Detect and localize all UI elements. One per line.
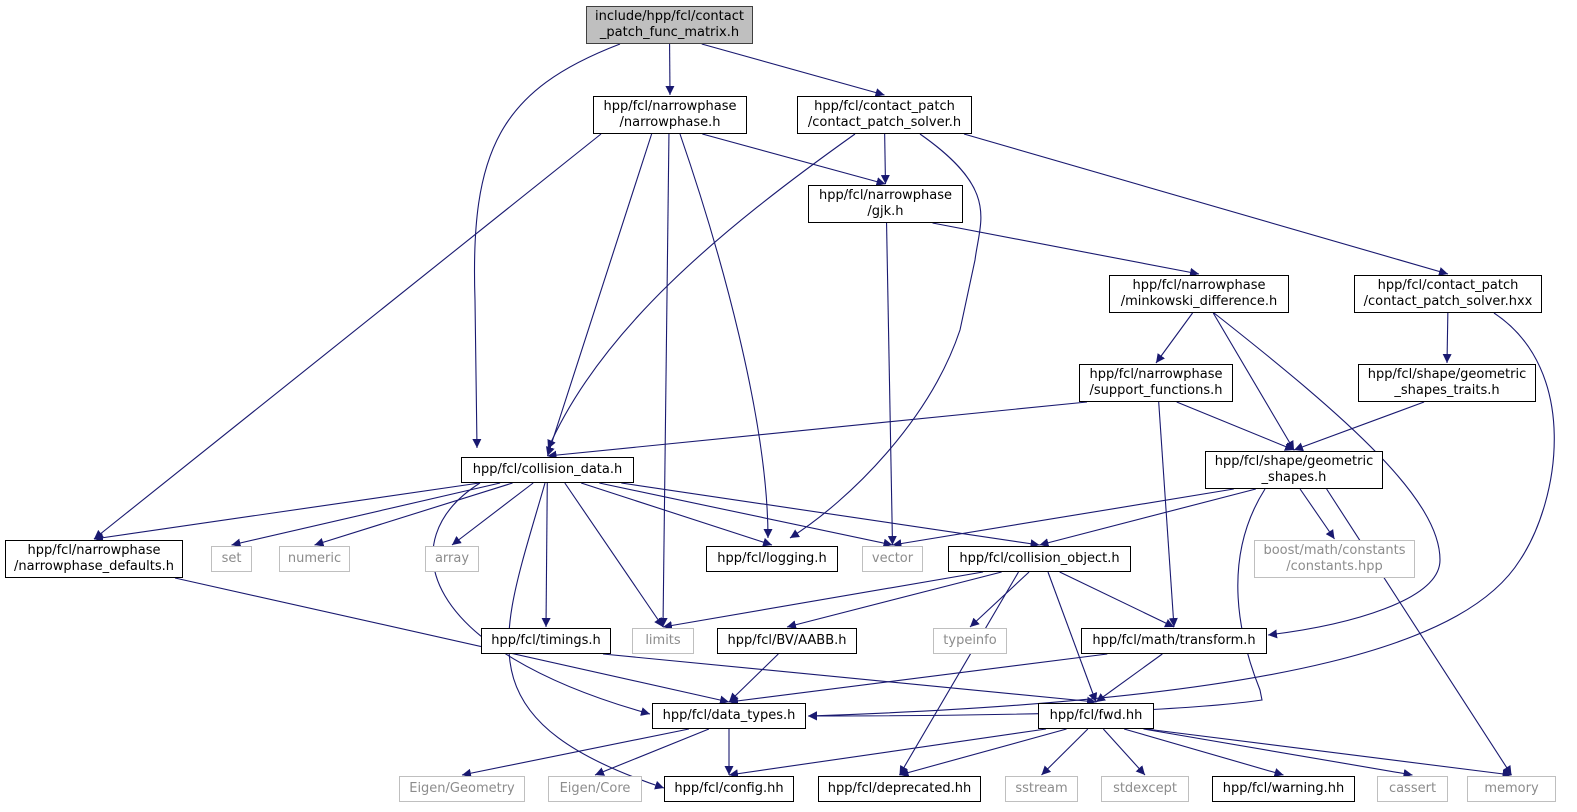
node-boost-const: boost/math/constants /constants.hpp — [1254, 540, 1415, 578]
edge-collision_object-to-typeinfo — [969, 571, 1030, 628]
edge-collision_object-to-limits — [662, 571, 984, 630]
node-warning[interactable]: hpp/fcl/warning.hh — [1212, 776, 1355, 802]
edge-np_defaults-to-data_types — [174, 577, 730, 705]
edge-cp_solver_hxx-to-shapes_traits — [1442, 312, 1452, 364]
edge-shapes_traits-to-geom_shapes — [1293, 401, 1425, 452]
edge-cp_solver_h-to-gjk — [880, 133, 890, 185]
node-support[interactable]: hpp/fcl/narrowphase /support_functions.h — [1079, 364, 1233, 402]
edge-collision_data-to-array — [451, 482, 534, 546]
node-geom-shapes[interactable]: hpp/fcl/shape/geometric _shapes.h — [1205, 451, 1383, 489]
node-gjk[interactable]: hpp/fcl/narrowphase /gjk.h — [808, 185, 963, 223]
node-limits: limits — [632, 628, 694, 654]
node-array: array — [425, 546, 479, 572]
node-vector: vector — [862, 546, 923, 572]
node-minkowski[interactable]: hpp/fcl/narrowphase /minkowski_differenc… — [1109, 275, 1289, 313]
edge-support-to-collision_data — [547, 401, 1088, 460]
edge-timings-to-fwd — [602, 653, 1097, 706]
edge-fwd-to-deprecated — [899, 728, 1067, 777]
edge-fwd-to-config — [728, 728, 1047, 779]
edge-data_types-to-eigen_geom — [461, 728, 690, 778]
edge-narrowphase-to-np_defaults — [93, 133, 602, 540]
edge-fwd-to-warning — [1123, 728, 1284, 777]
edge-collision_data-to-timings — [541, 482, 551, 628]
node-root[interactable]: include/hpp/fcl/contact _patch_func_matr… — [586, 6, 753, 44]
edge-collision_data-to-config — [508, 482, 665, 790]
node-sstream: sstream — [1005, 776, 1078, 802]
node-timings[interactable]: hpp/fcl/timings.h — [481, 628, 611, 654]
node-typeinfo: typeinfo — [933, 628, 1007, 654]
edge-narrowphase-to-gjk — [702, 133, 886, 186]
node-narrowphase[interactable]: hpp/fcl/narrowphase /narrowphase.h — [593, 96, 747, 134]
node-aabb[interactable]: hpp/fcl/BV/AABB.h — [717, 628, 857, 654]
edge-aabb-to-data_types — [728, 653, 779, 703]
edge-data_types-to-eigen_core — [594, 728, 710, 776]
node-logging[interactable]: hpp/fcl/logging.h — [706, 546, 838, 572]
edge-collision_data-to-np_defaults — [93, 482, 480, 543]
edge-gjk-to-vector — [886, 222, 897, 546]
edge-collision_object-to-aabb — [786, 571, 1002, 630]
edge-collision_object-to-transform — [1059, 571, 1175, 628]
edge-support-to-geom_shapes — [1176, 401, 1295, 451]
edge-geom_shapes-to-boost_const — [1299, 488, 1335, 540]
edge-support-to-transform — [1158, 401, 1178, 628]
edge-fwd-to-sstream — [1041, 728, 1089, 776]
edge-transform-to-data_types — [728, 653, 1108, 706]
edge-cp_solver_hxx-to-data_types — [807, 312, 1555, 721]
edge-collision_object-to-deprecated — [899, 571, 1019, 776]
node-eigen-geom: Eigen/Geometry — [399, 776, 525, 802]
edge-fwd-to-cassert — [1143, 728, 1413, 778]
edge-collision_data-to-collision_object — [621, 482, 1040, 549]
node-cp-solver-hxx[interactable]: hpp/fcl/contact_patch /contact_patch_sol… — [1354, 275, 1542, 313]
edge-fwd-to-memory — [1145, 728, 1512, 779]
node-transform[interactable]: hpp/fcl/math/transform.h — [1081, 628, 1267, 654]
edge-root-to-collision_data — [472, 43, 621, 449]
node-deprecated[interactable]: hpp/fcl/deprecated.hh — [818, 776, 981, 802]
edge-fwd-to-stdexcept — [1102, 728, 1146, 776]
node-cp-solver-h[interactable]: hpp/fcl/contact_patch /contact_patch_sol… — [797, 96, 972, 134]
edge-minkowski-to-transform — [1213, 312, 1441, 639]
edge-collision_data-to-set — [231, 482, 501, 548]
node-fwd[interactable]: hpp/fcl/fwd.hh — [1038, 703, 1154, 729]
edge-narrowphase-to-logging — [679, 133, 773, 539]
edge-cp_solver_h-to-collision_data — [547, 133, 856, 450]
edge-geom_shapes-to-data_types — [807, 488, 1266, 721]
edge-narrowphase-to-collision_data — [545, 133, 653, 457]
edge-geom_shapes-to-vector — [892, 488, 1234, 548]
edge-root-to-cp_solver_h — [701, 43, 885, 97]
node-numeric: numeric — [279, 546, 350, 572]
edge-geom_shapes-to-collision_object — [1039, 488, 1256, 548]
edge-collision_data-to-data_types — [432, 482, 651, 716]
edge-minkowski-to-support — [1155, 312, 1193, 364]
node-set: set — [211, 546, 252, 572]
edge-collision_object-to-fwd — [1047, 571, 1098, 703]
node-stdexcept: stdexcept — [1101, 776, 1189, 802]
edge-gjk-to-minkowski — [932, 222, 1200, 277]
edge-geom_shapes-to-memory — [1326, 488, 1512, 776]
edge-collision_data-to-logging — [581, 482, 773, 547]
edge-transform-to-fwd — [1095, 653, 1163, 703]
node-np-defaults[interactable]: hpp/fcl/narrowphase /narrowphase_default… — [5, 540, 183, 578]
edge-cp_solver_h-to-cp_solver_hxx — [963, 133, 1449, 276]
edge-collision_data-to-numeric — [314, 482, 513, 547]
edge-collision_data-to-vector — [599, 482, 893, 548]
edge-cp_solver_h-to-logging — [789, 133, 982, 539]
node-data-types[interactable]: hpp/fcl/data_types.h — [652, 703, 806, 729]
edge-narrowphase-to-limits — [658, 133, 670, 628]
node-config[interactable]: hpp/fcl/config.hh — [664, 776, 794, 802]
edge-minkowski-to-geom_shapes — [1212, 312, 1295, 451]
node-cassert: cassert — [1377, 776, 1448, 802]
node-memory: memory — [1467, 776, 1556, 802]
node-eigen-core: Eigen/Core — [548, 776, 642, 802]
node-collision-data[interactable]: hpp/fcl/collision_data.h — [461, 457, 634, 483]
node-collision-object[interactable]: hpp/fcl/collision_object.h — [948, 546, 1131, 572]
node-shapes-traits[interactable]: hpp/fcl/shape/geometric _shapes_traits.h — [1358, 364, 1536, 402]
edge-collision_data-to-limits — [564, 482, 664, 628]
